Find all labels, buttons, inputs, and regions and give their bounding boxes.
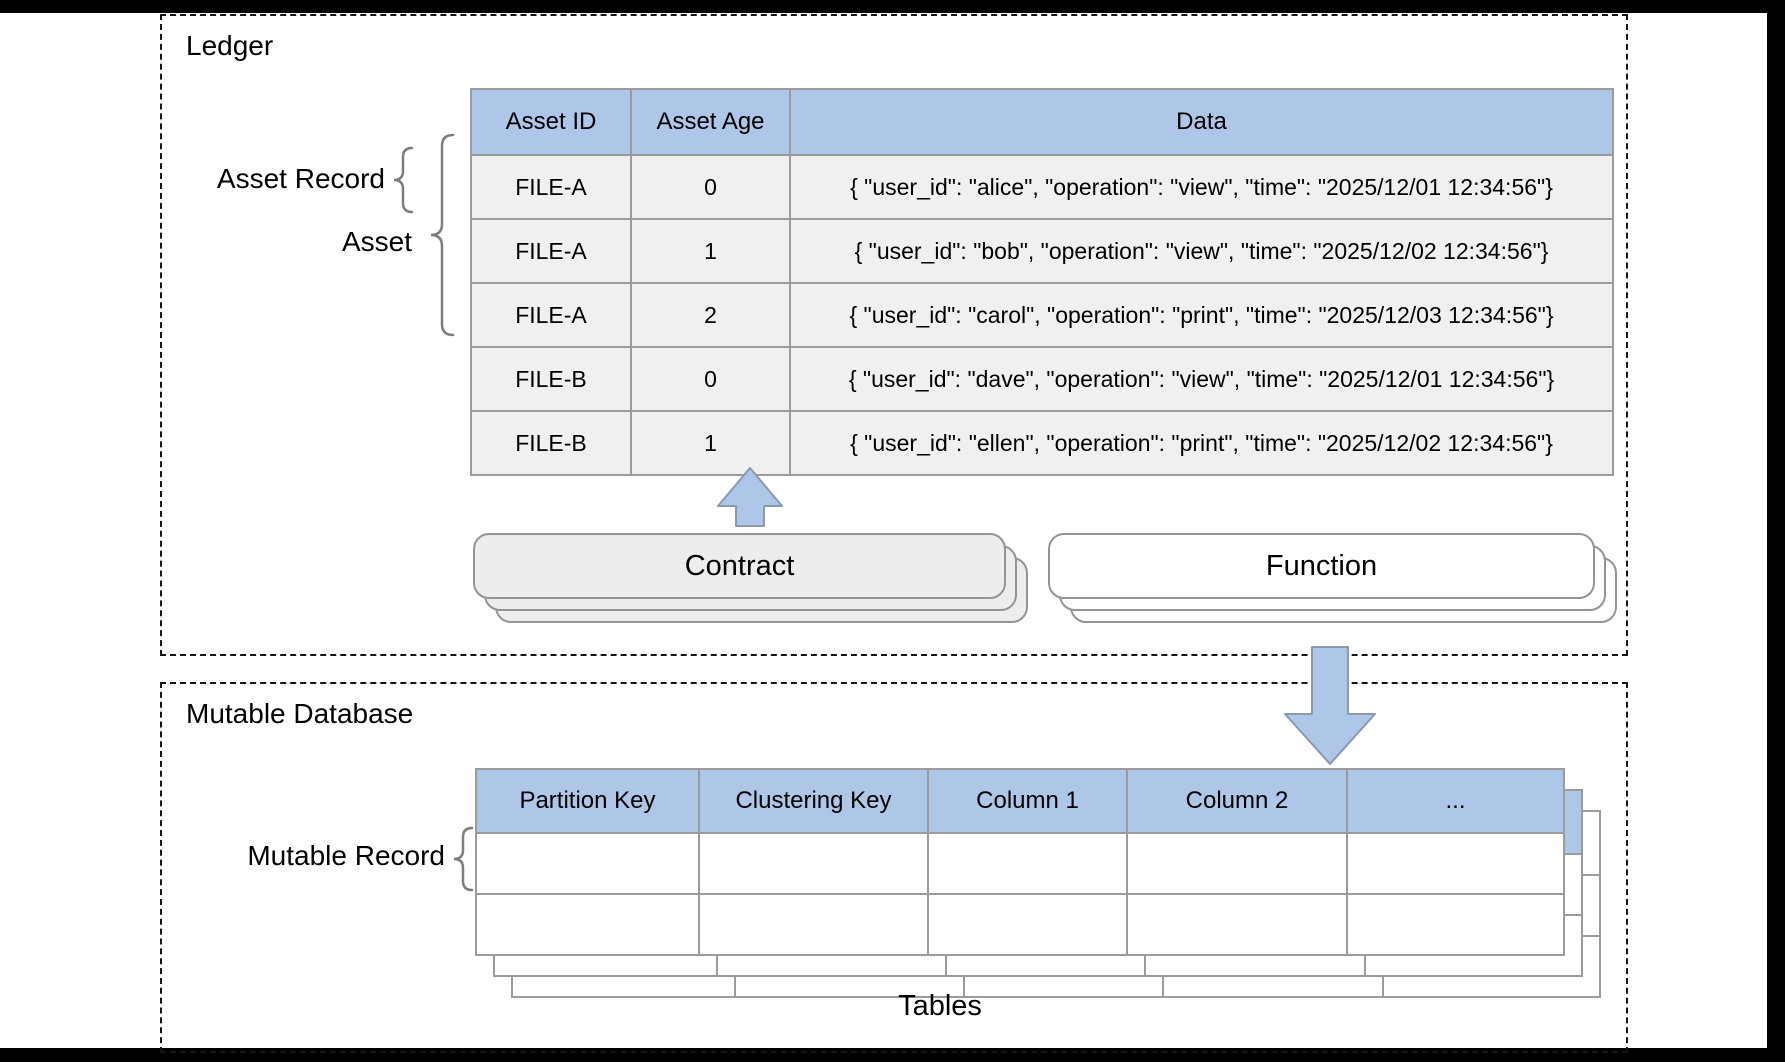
up-arrow-icon (717, 467, 783, 527)
asset-group-brace-icon (430, 133, 455, 337)
table-cell (1128, 834, 1348, 895)
mutable-database-label: Mutable Database (186, 698, 414, 729)
function-label: Function (1265, 549, 1378, 582)
table-cell (1128, 895, 1348, 956)
asset-record-label: Asset Record (216, 163, 385, 194)
table-cell: FILE-A (472, 220, 632, 284)
mutable-record-brace-icon (453, 826, 474, 892)
mutable-database-box (160, 682, 1628, 1053)
table-cell: FILE-A (472, 284, 632, 348)
column-header: Column 2 (1128, 770, 1348, 834)
column-header: Partition Key (477, 770, 700, 834)
down-arrow-icon (1284, 646, 1376, 765)
ledger-box (160, 14, 1628, 656)
table-cell: 0 (632, 348, 791, 412)
table-cell (1348, 834, 1565, 895)
column-header: Asset Age (632, 90, 791, 156)
table-cell (1348, 895, 1565, 956)
table-cell: 2 (632, 284, 791, 348)
table-cell: 1 (632, 412, 791, 476)
mutable-table: Partition Key Clustering Key Column 1 Co… (475, 768, 1565, 956)
ledger-section-label: Ledger (186, 30, 274, 61)
column-header: Clustering Key (700, 770, 929, 834)
table-cell: { "user_id": "alice", "operation": "view… (791, 156, 1614, 220)
column-header: ... (1348, 770, 1565, 834)
table-cell (700, 895, 929, 956)
table-cell (929, 895, 1128, 956)
top-letterbox-bar (0, 0, 1785, 13)
column-header: Data (791, 90, 1614, 156)
tables-label: Tables (898, 990, 982, 1022)
table-cell (700, 834, 929, 895)
table-cell: { "user_id": "bob", "operation": "view",… (791, 220, 1614, 284)
contract-label: Contract (684, 549, 795, 582)
table-cell: FILE-B (472, 412, 632, 476)
column-header: Column 1 (929, 770, 1128, 834)
table-cell: FILE-B (472, 348, 632, 412)
table-cell (929, 834, 1128, 895)
asset-label: Asset (341, 226, 412, 257)
table-cell: FILE-A (472, 156, 632, 220)
table-cell: { "user_id": "ellen", "operation": "prin… (791, 412, 1614, 476)
table-cell (477, 895, 700, 956)
asset-record-brace-icon (393, 146, 414, 214)
table-cell: 1 (632, 220, 791, 284)
column-header: Asset ID (472, 90, 632, 156)
table-cell: { "user_id": "carol", "operation": "prin… (791, 284, 1614, 348)
table-cell: { "user_id": "dave", "operation": "view"… (791, 348, 1614, 412)
ledger-table: Asset ID Asset Age Data FILE-A 0 { "user… (470, 88, 1614, 476)
mutable-record-label: Mutable Record (247, 840, 445, 871)
table-cell (477, 834, 700, 895)
function-card: Function (1048, 533, 1595, 599)
table-cell: 0 (632, 156, 791, 220)
contract-card: Contract (473, 533, 1006, 599)
right-letterbox-bar (1767, 0, 1785, 1062)
